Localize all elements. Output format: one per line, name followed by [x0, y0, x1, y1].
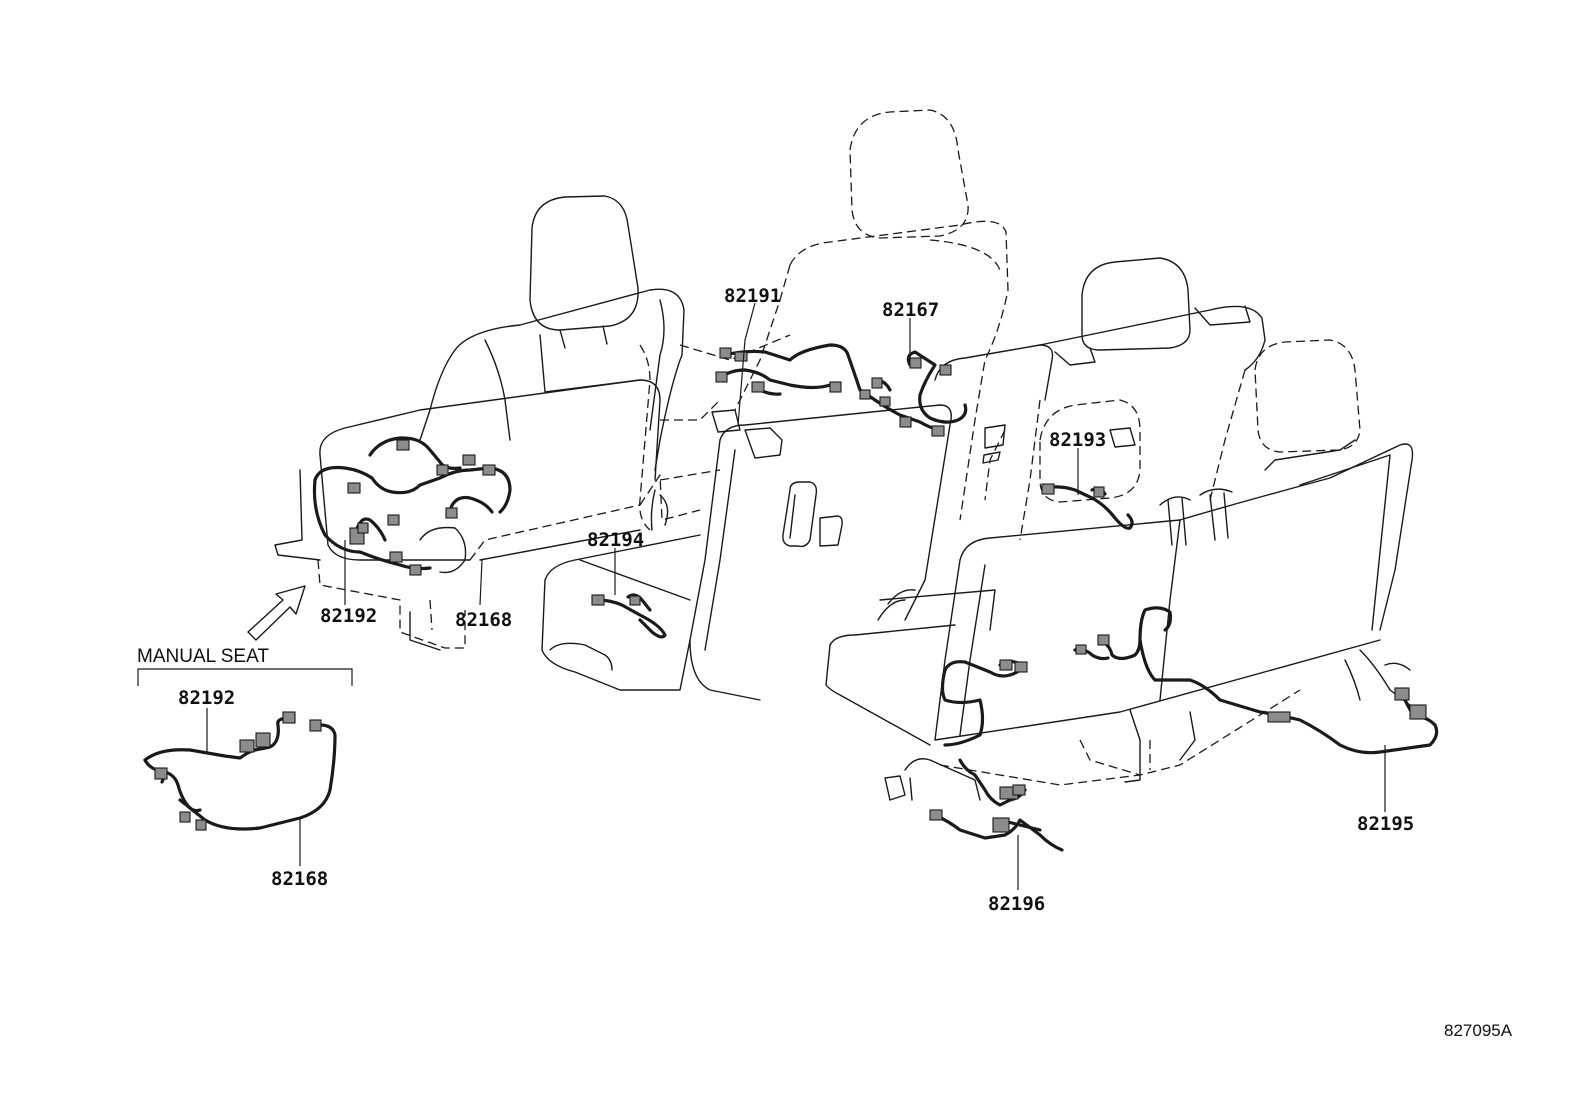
harness-82194-installed [591, 593, 667, 639]
direction-arrow [247, 585, 306, 641]
inset-label-82168: 82168 [271, 868, 328, 890]
harness-third-row-back [940, 606, 1439, 755]
label-82168: 82168 [455, 609, 512, 631]
front-seat [274, 195, 701, 651]
third-row-seat [825, 439, 1414, 801]
inset-caption: MANUAL SEAT [137, 646, 269, 667]
third-row-upper [934, 257, 1361, 541]
label-82191: 82191 [724, 285, 781, 307]
harness-82192-82168-installed [312, 436, 512, 576]
leader-lines [206, 302, 1386, 890]
second-row-seat [541, 109, 1009, 701]
label-82194: 82194 [587, 529, 644, 551]
part-labels: 82191 82167 82193 82194 82192 82168 8219… [137, 285, 1513, 1040]
connector [347, 482, 361, 494]
harness-82196-installed [929, 758, 1064, 852]
harness-82193-installed [1041, 483, 1134, 530]
label-82193: 82193 [1049, 429, 1106, 451]
label-82192: 82192 [320, 605, 377, 627]
inset-label-82192: 82192 [178, 687, 235, 709]
label-82167: 82167 [882, 299, 939, 321]
manual-seat-inset [137, 668, 353, 831]
label-82196: 82196 [988, 893, 1045, 915]
label-82195: 82195 [1357, 813, 1414, 835]
figure-id: 827095A [1444, 1021, 1513, 1040]
harness-82191-82167 [715, 343, 968, 437]
